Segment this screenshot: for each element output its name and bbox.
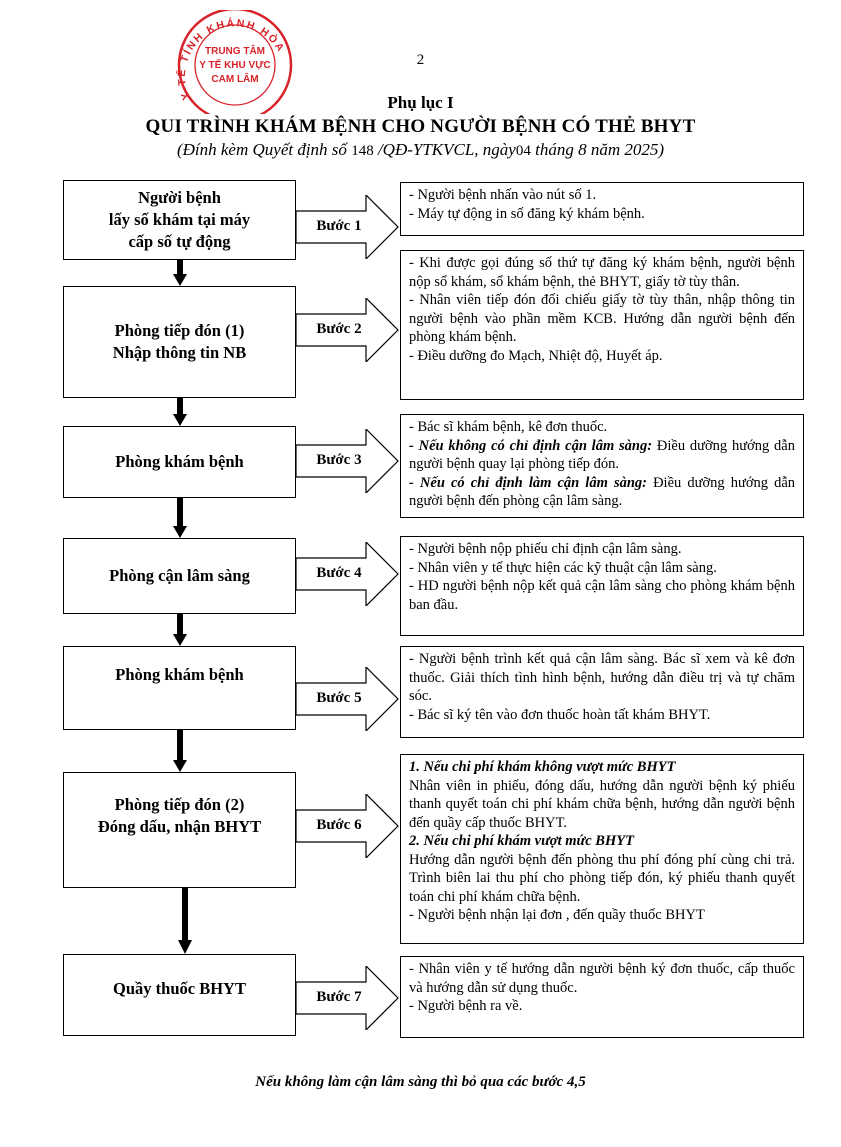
desc-line: - Người bệnh nhấn vào nút số 1. <box>409 187 597 203</box>
step-1-arrow <box>296 195 399 259</box>
down-arrow <box>173 730 187 772</box>
condition-label: - Nếu không có chỉ định cận lâm sàng: <box>409 437 653 454</box>
desc-line: - Khi được gọi đúng số thứ tự đăng ký kh… <box>409 255 795 290</box>
desc-line: - Điều dưỡng đo Mạch, Nhiệt độ, Huyết áp… <box>409 347 663 364</box>
case-heading: 1. Nếu chi phí khám không vượt mức BHYT <box>409 759 676 775</box>
step-2-arrow <box>296 298 399 362</box>
down-arrow <box>173 498 187 538</box>
down-arrow <box>173 260 187 286</box>
step-4-box-line: Phòng cận lâm sàng <box>109 566 250 585</box>
page-number: 2 <box>416 52 425 68</box>
step-5-description: - Người bệnh trình kết quả cận lâm sàng.… <box>400 646 804 738</box>
desc-line: - Người bệnh trình kết quả cận lâm sàng.… <box>409 651 795 704</box>
step-2-box-line: Nhập thông tin NB <box>112 343 247 362</box>
step-6-description: 1. Nếu chi phí khám không vượt mức BHYT … <box>400 754 804 944</box>
desc-line: - Nếu có chỉ định làm cận lâm sàng: Điều… <box>409 474 795 511</box>
footer-note: Nếu không làm cận lâm sàng thì bỏ qua cá… <box>255 1074 586 1090</box>
condition-text: Điều dưỡng hướng dẫn người bệnh quay lại… <box>409 437 795 473</box>
seal-line-3: CAM LÂM <box>211 72 258 85</box>
down-arrow <box>173 398 187 426</box>
case-text: Hướng dẫn người bệnh đến phòng thu phí đ… <box>409 851 795 905</box>
desc-line: - Nhân viên y tế thực hiện các kỹ thuật … <box>409 559 717 576</box>
step-2-description: - Khi được gọi đúng số thứ tự đăng ký kh… <box>400 250 804 400</box>
step-6-label: Bước 6 <box>316 817 362 833</box>
desc-line: - Bác sĩ ký tên vào đơn thuốc hoàn tất k… <box>409 706 711 723</box>
step-6-box-line: Phòng tiếp đón (2) <box>114 795 245 814</box>
subtitle-middle: /QĐ-YTKVCL, ngày <box>377 140 516 159</box>
desc-line: - Người bệnh ra về. <box>409 998 523 1014</box>
desc-line: - HD người bệnh nộp kết quả cận lâm sàng… <box>409 578 795 613</box>
case-text: Nhân viên in phiếu, đóng dấu, hướng dẫn … <box>409 777 795 831</box>
condition-label: - Nếu có chỉ định làm cận lâm sàng: <box>409 474 647 491</box>
desc-line: - Người bệnh nhận lại đơn , đến quầy thu… <box>409 907 705 923</box>
step-5-label: Bước 5 <box>316 690 362 706</box>
desc-line: - Nhân viên tiếp đón đối chiếu giấy tờ t… <box>409 292 795 345</box>
desc-line: - Người bệnh nộp phiếu chỉ định cận lâm … <box>409 541 682 557</box>
subtitle-prefix: (Đính kèm Quyết định số <box>176 140 347 159</box>
step-7-arrow <box>296 966 399 1030</box>
step-5-box: Phòng khám bệnh <box>63 646 296 730</box>
step-1-box-line: cấp số tự động <box>128 232 231 251</box>
desc-line: - Bác sĩ khám bệnh, kê đơn thuốc. <box>409 419 608 435</box>
step-6-arrow <box>296 794 399 858</box>
desc-line: - Nhân viên y tế hướng dẫn người bệnh ký… <box>409 961 795 996</box>
step-6-box: Phòng tiếp đón (2) Đóng dấu, nhận BHYT <box>63 772 296 888</box>
step-4-description: - Người bệnh nộp phiếu chỉ định cận lâm … <box>400 536 804 636</box>
condition-text: Điều dưỡng hướng dẫn người bệnh đến phòn… <box>409 474 795 510</box>
down-arrow <box>178 888 192 954</box>
desc-line: - Nếu không có chỉ định cận lâm sàng: Đi… <box>409 437 795 474</box>
step-3-arrow <box>296 429 399 493</box>
step-7-box: Quầy thuốc BHYT <box>63 954 296 1036</box>
case-heading: 2. Nếu chi phí khám vượt mức BHYT <box>409 833 634 849</box>
step-1-box-line: lấy số khám tại máy <box>108 210 251 229</box>
decision-number: 148 <box>351 143 374 159</box>
step-5-box-line: Phòng khám bệnh <box>115 665 244 684</box>
step-7-label: Bước 7 <box>316 989 362 1005</box>
appendix-heading: Phụ lục I <box>387 93 454 112</box>
step-6-box-line: Đóng dấu, nhận BHYT <box>97 817 262 836</box>
document-subtitle: (Đính kèm Quyết định số 148 /QĐ-YTKVCL, … <box>0 140 841 160</box>
seal-line-1: TRUNG TÂM <box>205 44 265 57</box>
step-1-description: - Người bệnh nhấn vào nút số 1. - Máy tự… <box>400 182 804 236</box>
step-2-box: Phòng tiếp đón (1) Nhập thông tin NB <box>63 286 296 398</box>
step-7-description: - Nhân viên y tế hướng dẫn người bệnh ký… <box>400 956 804 1038</box>
subtitle-suffix: tháng 8 năm 2025) <box>535 140 665 159</box>
step-3-box-line: Phòng khám bệnh <box>115 452 244 471</box>
official-seal-stamp: Y TẾ TỈNH KHÁNH HÒA TRUNG TÂM Y TẾ KHU V… <box>175 10 293 114</box>
document-title: QUI TRÌNH KHÁM BỆNH CHO NGƯỜI BỆNH CÓ TH… <box>145 116 696 137</box>
step-1-label: Bước 1 <box>316 218 362 234</box>
seal-line-2: Y TẾ KHU VỰC <box>199 58 270 71</box>
desc-line: - Máy tự động in số đăng ký khám bệnh. <box>409 205 645 222</box>
step-2-box-line: Phòng tiếp đón (1) <box>114 321 245 340</box>
step-4-arrow <box>296 542 399 606</box>
step-4-label: Bước 4 <box>316 565 362 581</box>
down-arrow <box>173 614 187 646</box>
step-3-description: - Bác sĩ khám bệnh, kê đơn thuốc. - Nếu … <box>400 414 804 518</box>
decision-day: 04 <box>515 143 531 159</box>
step-7-box-line: Quầy thuốc BHYT <box>113 979 246 998</box>
step-1-box: Người bệnh lấy số khám tại máy cấp số tự… <box>63 180 296 260</box>
step-4-box: Phòng cận lâm sàng <box>63 538 296 614</box>
step-5-arrow <box>296 667 399 731</box>
step-2-label: Bước 2 <box>316 321 362 337</box>
step-3-box: Phòng khám bệnh <box>63 426 296 498</box>
step-1-box-line: Người bệnh <box>138 188 221 207</box>
step-3-label: Bước 3 <box>316 452 362 468</box>
